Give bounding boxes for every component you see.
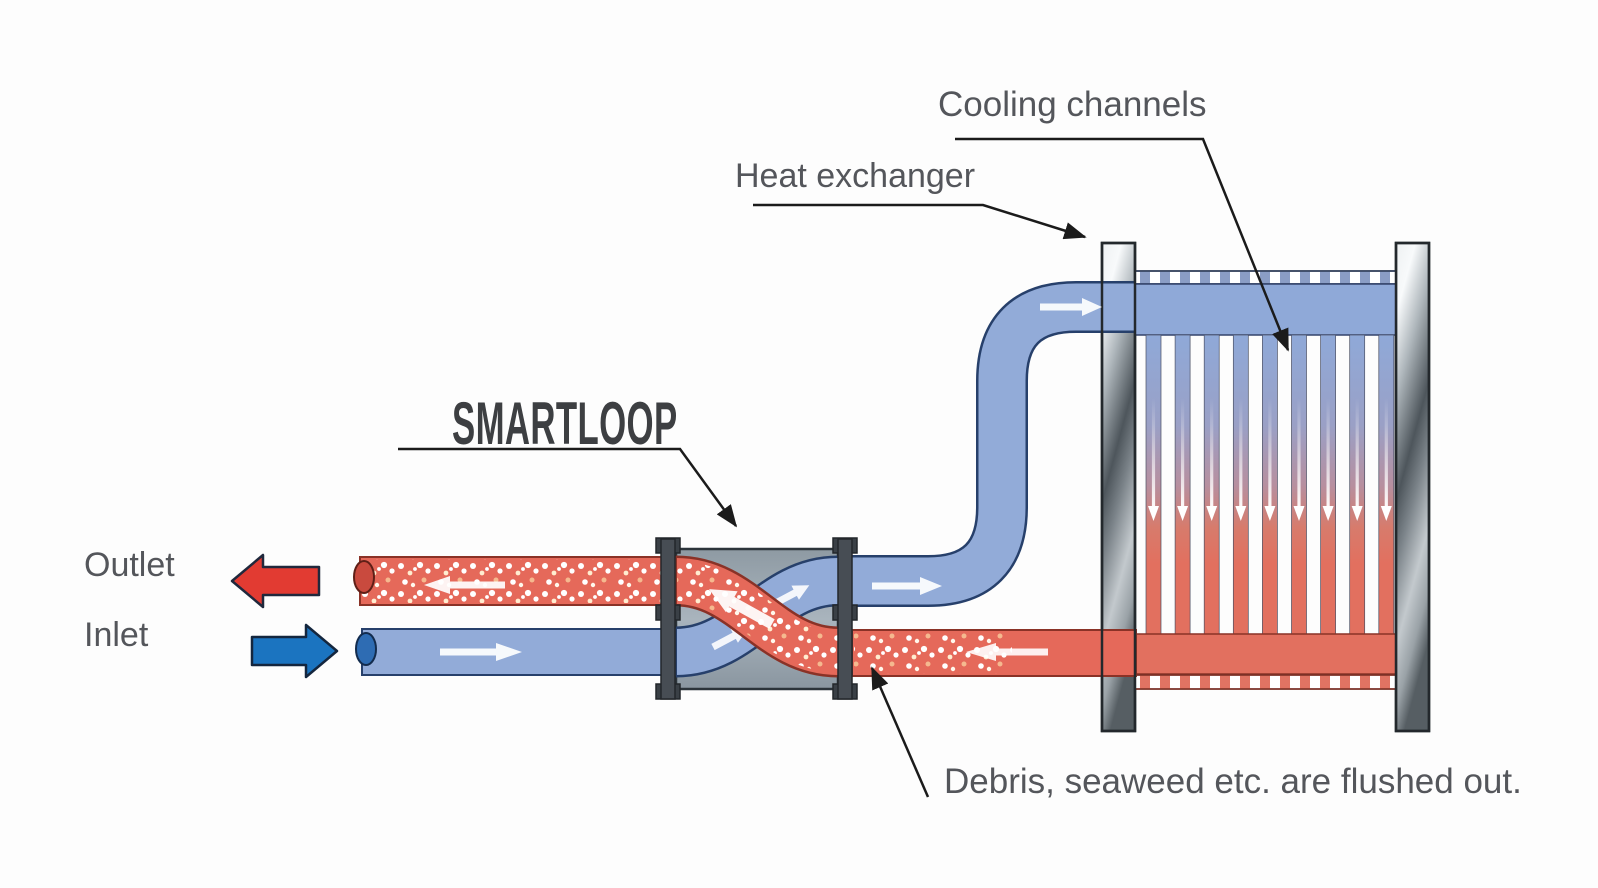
heat-exchanger (1100, 241, 1431, 733)
valve-flanges (655, 537, 858, 700)
right-plate-edge (1394, 241, 1431, 733)
flow-arrow-down-icon (1293, 398, 1305, 521)
cooling-channels-leader (955, 137, 1290, 352)
flow-arrow-up-left-icon (709, 589, 775, 629)
heat-exchanger-right-plate (1394, 241, 1431, 733)
flow-arrow-down-icon (1264, 398, 1276, 521)
inlet-arrow-icon (250, 623, 339, 679)
left-plate-edge (1100, 241, 1137, 733)
inlet-label: Inlet (84, 616, 149, 654)
supply-pipe-cold (845, 281, 1135, 607)
flow-arrow-right-icon (1040, 298, 1102, 316)
flow-arrow-left-icon (424, 576, 505, 594)
outlet-pipe-end-cap (353, 560, 375, 594)
smartloop-label: SMARTLOOP (452, 388, 678, 457)
valve-crossover-red (674, 555, 840, 678)
cooling-channels-label: Cooling channels (938, 85, 1207, 124)
top-tube-sheet (1134, 270, 1397, 285)
valve-flange-left (660, 538, 676, 700)
cooling-channels (1145, 334, 1395, 637)
outlet-pipe (353, 556, 677, 606)
flow-arrow-down-icon (1351, 398, 1363, 521)
flow-arrow-up-right-icon (772, 585, 810, 608)
flow-arrow-right-icon (872, 577, 942, 595)
heat-exchanger-leader (753, 203, 1087, 240)
flow-arrow-right-icon (440, 643, 522, 661)
inlet-pipe (355, 628, 677, 676)
outlet-arrow-icon (230, 553, 321, 609)
outlet-label: Outlet (84, 546, 175, 584)
channel-flow-arrows (1148, 398, 1392, 521)
debris-note-label: Debris, seaweed etc. are flushed out. (944, 762, 1522, 801)
smartloop-valve (674, 547, 840, 691)
inlet-pipe-end-cap (355, 632, 377, 666)
debris-leader (870, 666, 930, 798)
bottom-tube-sheet (1134, 674, 1397, 690)
flow-arrow-left-icon (966, 643, 1048, 661)
flow-arrow-down-icon (1177, 398, 1189, 521)
flow-arrow-down-icon (1206, 398, 1218, 521)
flow-arrow-down-icon (1380, 398, 1392, 521)
heat-exchanger-label: Heat exchanger (735, 157, 976, 195)
smartloop-leader (398, 447, 738, 528)
flow-arrow-down-icon (1235, 398, 1247, 521)
debris-particles (362, 559, 674, 603)
valve-flange-right (837, 538, 853, 700)
bottom-manifold-warm (1134, 633, 1397, 675)
flow-arrow-down-icon (1148, 398, 1159, 521)
flow-arrow-down-icon (1322, 398, 1334, 521)
annotation-lines (398, 137, 1290, 798)
